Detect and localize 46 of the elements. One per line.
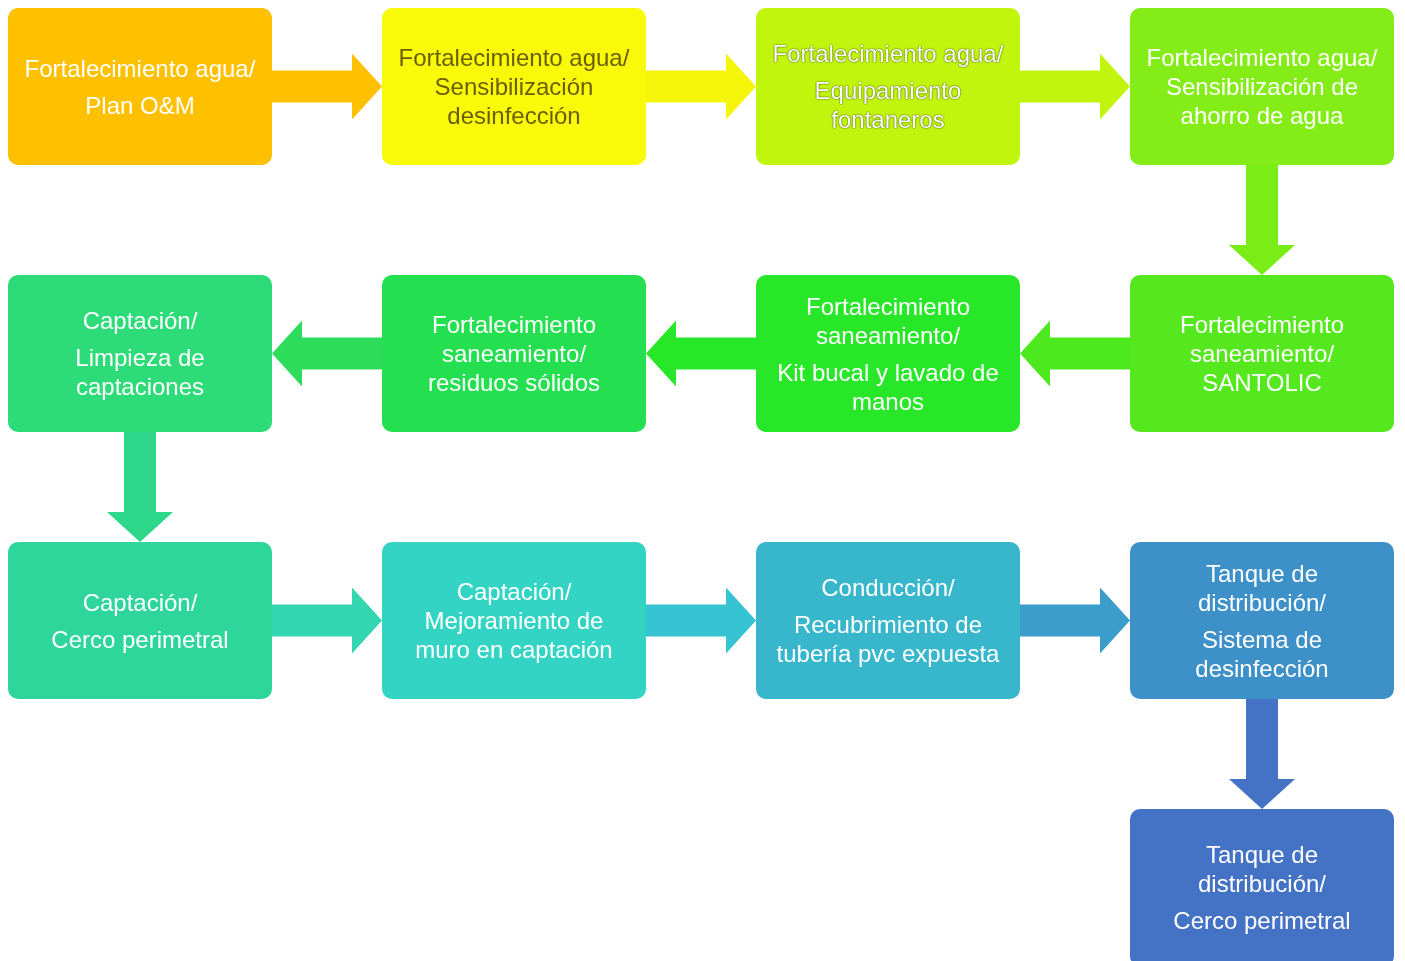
process-box <box>382 275 646 432</box>
arrow <box>1020 587 1130 654</box>
box-text: Equipamiento fontaneros <box>813 76 963 134</box>
box-text: Cerco perimetral <box>51 624 229 654</box>
box-text: Captación/ <box>82 306 198 335</box>
arrow <box>1229 699 1295 809</box>
process-box <box>8 542 272 699</box>
box-text: Tanque de distribución/ <box>1196 558 1328 617</box>
process-box <box>8 8 272 165</box>
process-box <box>8 275 272 432</box>
box-text: Fortalecimiento agua/ <box>24 53 256 83</box>
box-text: Captación/ <box>82 587 198 617</box>
box-text: Kit bucal y lavado de manos <box>776 357 1000 416</box>
process-box <box>756 8 1020 165</box>
box-text: Fortalecimiento agua/ Sensibilización desinfección <box>397 43 631 130</box>
box-text: Cerco perimetral <box>1173 906 1351 935</box>
arrow <box>646 53 756 120</box>
process-box <box>1130 809 1394 961</box>
arrow <box>272 587 382 654</box>
box-text: Plan O&M <box>85 90 195 120</box>
process-box <box>1130 275 1394 432</box>
process-box <box>382 542 646 699</box>
arrow <box>272 320 382 387</box>
box-text: Tanque de distribución/ <box>1196 840 1328 898</box>
arrow <box>1020 53 1130 120</box>
box-text: Fortalecimiento saneamiento/ SANTOLIC <box>1178 310 1346 397</box>
box-text: Fortalecimiento agua/ <box>772 39 1004 68</box>
box-text: Fortalecimiento agua/ Sensibilización de ahorro de agua <box>1145 43 1379 130</box>
process-box <box>382 8 646 165</box>
process-box <box>1130 8 1394 165</box>
process-box <box>1130 542 1394 699</box>
process-box <box>756 275 1020 432</box>
arrow <box>1229 165 1295 275</box>
box-text: Fortalecimiento saneamiento/ residuos sólidos <box>426 310 602 397</box>
box-text: Limpieza de captaciones <box>74 343 206 401</box>
box-text: Captación/ Mejoramiento de muro en captación <box>414 577 614 664</box>
arrow <box>272 53 382 120</box>
box-text: Fortalecimiento saneamiento/ <box>804 291 972 350</box>
arrow <box>1020 320 1130 387</box>
box-text: Conducción/ <box>821 573 955 602</box>
box-text: Recubrimiento de tubería pvc expuesta <box>775 610 1001 668</box>
arrow <box>646 587 756 654</box>
arrow <box>646 320 756 387</box>
box-text: Sistema de desinfección <box>1194 624 1330 683</box>
arrow <box>107 432 173 542</box>
process-box <box>756 542 1020 699</box>
